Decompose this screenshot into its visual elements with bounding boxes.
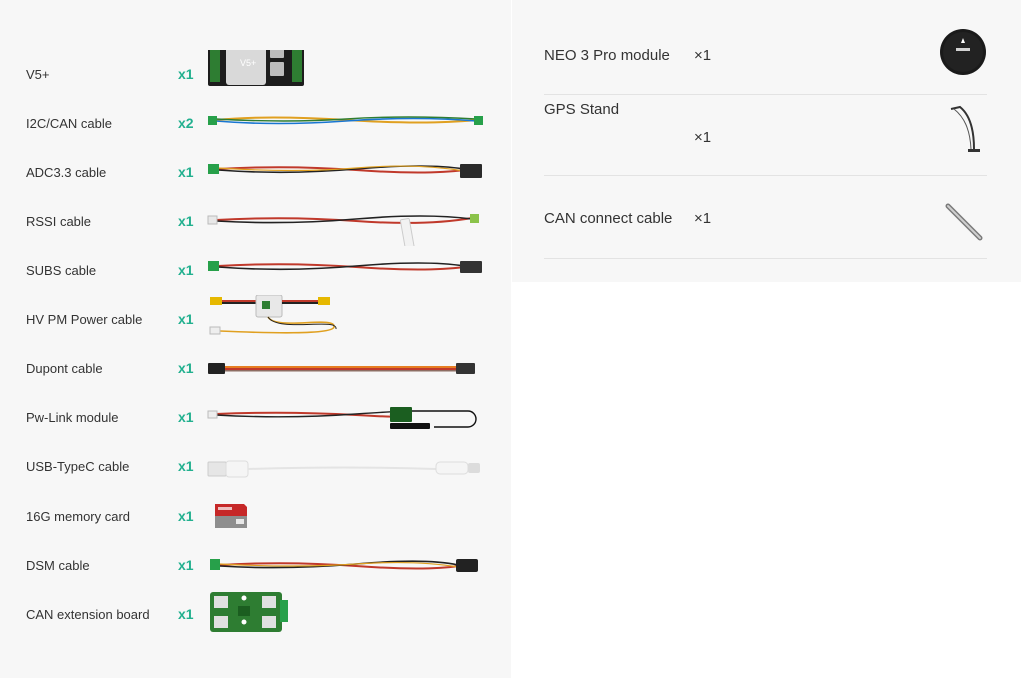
usb-cable-image bbox=[206, 442, 486, 491]
power-module-image bbox=[206, 295, 486, 344]
list-item: DSM cable x1 bbox=[0, 541, 511, 590]
item-label: USB-TypeC cable bbox=[26, 459, 130, 474]
item-qty: x1 bbox=[178, 409, 194, 425]
item-label: RSSI cable bbox=[26, 214, 92, 229]
cable-image bbox=[206, 99, 486, 148]
flight-controller-image: V5+ bbox=[206, 50, 486, 99]
item-qty: x1 bbox=[178, 458, 194, 474]
list-item: 16G memory card x1 bbox=[0, 492, 511, 541]
cable-image bbox=[206, 246, 486, 295]
item-label: Pw-Link module bbox=[26, 410, 119, 425]
list-item: Pw-Link module x1 bbox=[0, 393, 511, 442]
item-label: I2C/CAN cable bbox=[26, 116, 112, 131]
gps-module-image bbox=[939, 28, 987, 81]
list-item: HV PM Power cable x1 bbox=[0, 295, 511, 344]
cable-image bbox=[206, 344, 486, 393]
item-qty: ×1 bbox=[694, 210, 712, 227]
list-item: V5+ x1 V5+ bbox=[0, 50, 511, 99]
item-label: HV PM Power cable bbox=[26, 312, 143, 327]
list-item: USB-TypeC cable x1 bbox=[0, 442, 511, 491]
item-qty: x2 bbox=[178, 115, 194, 131]
item-label: CAN extension board bbox=[26, 607, 150, 622]
list-item: CAN connect cable ×1 bbox=[544, 176, 987, 259]
radio-module-image bbox=[206, 393, 486, 442]
list-item: RSSI cable x1 bbox=[0, 197, 511, 246]
right-panel bbox=[512, 0, 1021, 282]
item-label: DSM cable bbox=[26, 558, 90, 573]
item-label: NEO 3 Pro module bbox=[544, 47, 670, 64]
circuit-board-image bbox=[206, 590, 486, 639]
item-label: V5+ bbox=[26, 67, 50, 82]
item-label: Dupont cable bbox=[26, 361, 103, 376]
item-label: SUBS cable bbox=[26, 263, 97, 278]
cable-image bbox=[206, 541, 486, 590]
list-item: I2C/CAN cable x2 bbox=[0, 99, 511, 148]
cable-image bbox=[206, 197, 486, 246]
item-label: GPS Stand bbox=[544, 101, 620, 118]
item-label: 16G memory card bbox=[26, 509, 131, 524]
item-qty: x1 bbox=[178, 213, 194, 229]
cable-image bbox=[206, 148, 486, 197]
list-item: ADC3.3 cable x1 bbox=[0, 148, 511, 197]
item-qty: x1 bbox=[178, 606, 194, 622]
gps-stand-image bbox=[948, 105, 988, 160]
left-panel: V5+ x1 V5+ I2C/CAN cable x2 bbox=[0, 0, 511, 678]
item-qty: x1 bbox=[178, 557, 194, 573]
item-qty: x1 bbox=[178, 360, 194, 376]
rod-image bbox=[944, 202, 986, 247]
list-item: Dupont cable x1 bbox=[0, 344, 511, 393]
board-text: V5+ bbox=[240, 58, 256, 68]
item-label: ADC3.3 cable bbox=[26, 165, 107, 180]
item-qty: ×1 bbox=[694, 129, 712, 146]
item-qty: ×1 bbox=[694, 47, 712, 64]
item-qty: x1 bbox=[178, 508, 194, 524]
item-qty: x1 bbox=[178, 66, 194, 82]
item-qty: x1 bbox=[178, 164, 194, 180]
list-item: CAN extension board x1 bbox=[0, 590, 511, 639]
list-item: GPS Stand ×1 bbox=[544, 95, 987, 176]
sd-card-image bbox=[206, 492, 486, 541]
item-qty: x1 bbox=[178, 311, 194, 327]
item-label: CAN connect cable bbox=[544, 210, 673, 227]
item-qty: x1 bbox=[178, 262, 194, 278]
list-item: NEO 3 Pro module ×1 bbox=[544, 20, 987, 95]
list-item: SUBS cable x1 bbox=[0, 246, 511, 295]
